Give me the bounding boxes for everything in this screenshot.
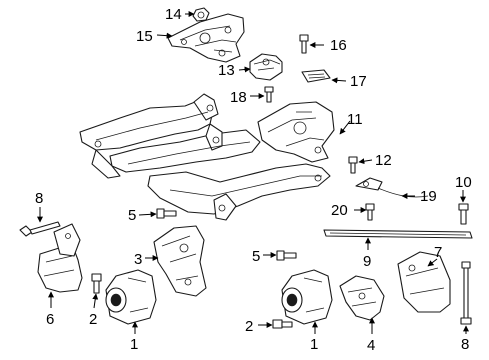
sensor-part-19 <box>355 177 429 198</box>
callout-16: 16 <box>330 37 347 54</box>
bracket-part-3 <box>153 225 207 297</box>
callout-17: 17 <box>350 73 367 90</box>
bolt-part-8-left <box>19 221 61 237</box>
bolt-part-2-right <box>272 319 293 329</box>
callout-15: 15 <box>136 28 153 45</box>
upper-bracket-part-15 <box>167 13 245 63</box>
bolt-part-18 <box>264 86 274 103</box>
mount-part-1-right <box>281 269 333 325</box>
callout-13: 13 <box>218 62 235 79</box>
callout-5-upper: 5 <box>128 207 136 224</box>
callout-1-right: 1 <box>310 336 318 353</box>
shield-part-7 <box>397 251 451 313</box>
callout-3: 3 <box>134 251 142 268</box>
leader-lines <box>37 11 469 334</box>
callout-5-lower: 5 <box>252 248 260 265</box>
bolt-part-10 <box>458 203 469 225</box>
callout-4: 4 <box>367 337 375 354</box>
bracket-part-4 <box>339 275 385 321</box>
bolt-part-5-lower <box>276 250 297 261</box>
callout-2-right: 2 <box>245 318 253 335</box>
bracket-part-11 <box>257 101 335 163</box>
strut-bar-part-9 <box>323 229 473 239</box>
mount-part-13 <box>249 53 283 81</box>
callout-7: 7 <box>434 244 442 261</box>
bolt-part-8-right <box>460 261 472 325</box>
bolt-part-2-left <box>91 273 102 294</box>
bolt-part-20 <box>365 203 375 221</box>
tag-part-17 <box>301 69 331 83</box>
callout-labels: 14 15 16 13 17 18 11 12 19 10 20 9 8 6 5… <box>35 6 472 354</box>
nut-part-14 <box>192 7 210 22</box>
callout-1-left: 1 <box>130 336 138 353</box>
callout-8-left: 8 <box>35 190 43 207</box>
callout-11: 11 <box>347 111 363 128</box>
bolt-part-5-upper <box>156 208 177 219</box>
bolt-part-16 <box>299 34 309 54</box>
callout-9: 9 <box>363 253 371 270</box>
callout-10: 10 <box>455 174 472 191</box>
shield-part-6 <box>37 223 83 293</box>
callout-6: 6 <box>46 311 54 328</box>
callout-19: 19 <box>420 188 437 205</box>
subframe <box>79 93 331 221</box>
callout-2-left: 2 <box>89 311 97 328</box>
callout-12: 12 <box>375 152 392 169</box>
callout-14: 14 <box>165 6 182 23</box>
callout-20: 20 <box>331 202 348 219</box>
mount-part-1-left <box>105 269 157 325</box>
callout-8-right: 8 <box>461 336 469 353</box>
callout-18: 18 <box>230 89 247 106</box>
bolt-part-12 <box>348 156 358 174</box>
